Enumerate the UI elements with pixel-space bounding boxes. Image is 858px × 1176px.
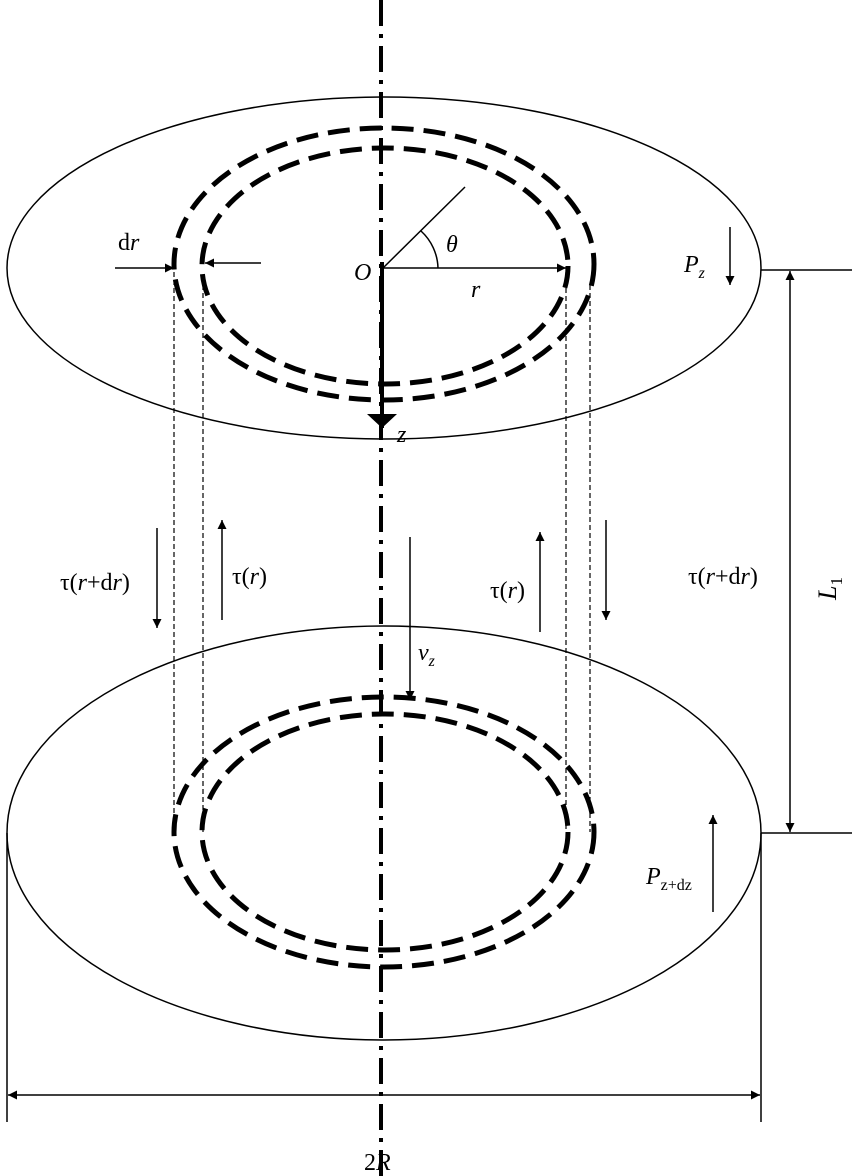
tau-outer-right-label: τ(r+dr)	[688, 564, 758, 590]
vz-label: vz	[418, 640, 436, 670]
bottom-outer-annulus	[171, 694, 597, 970]
z-label: z	[396, 422, 407, 448]
radius-label: r	[471, 277, 481, 303]
l1-label: L1	[813, 577, 846, 601]
bottom-disc-outline	[6, 625, 762, 1041]
top-inner-annulus	[199, 145, 571, 387]
theta-arc	[420, 230, 439, 269]
theta-label: θ	[446, 232, 458, 258]
bottom-inner-annulus	[199, 711, 571, 953]
tau-inner-left-label: τ(r)	[232, 564, 267, 590]
pzdz-label: Pz+dz	[645, 864, 692, 894]
tau-outer-left-label: τ(r+dr)	[60, 570, 130, 596]
origin-label: O	[354, 260, 371, 286]
tau-inner-right-label: τ(r)	[490, 578, 525, 604]
dr-label: dr	[118, 230, 140, 256]
theta-ray	[382, 186, 466, 269]
top-disc-outline	[6, 96, 762, 440]
diameter-label: 2R	[364, 1150, 391, 1176]
annulus-projection-lines	[173, 272, 591, 832]
pz-label: Pz	[683, 252, 706, 282]
